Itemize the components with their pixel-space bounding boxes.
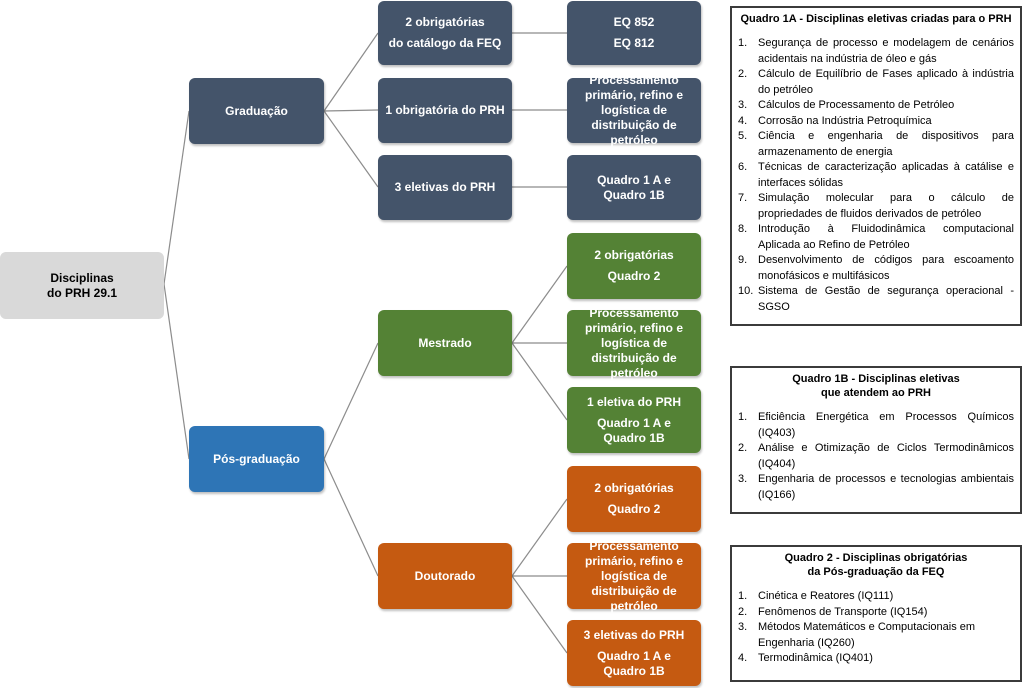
graduacao-req-catalog-node: 2 obrigatórias do catálogo da FEQ — [378, 1, 512, 65]
list-item: 3.Engenharia de processos e tecnologias … — [738, 473, 1014, 501]
list-item: 7.Simulação molecular para o cálculo de … — [738, 192, 1014, 220]
doutorado-req-line2: Quadro 2 — [607, 502, 661, 516]
pos-graduacao-label: Pós-graduação — [213, 451, 300, 466]
root-line1: Disciplinas — [50, 270, 114, 285]
list-item: 6.Técnicas de caracterização aplicadas à… — [738, 161, 1014, 189]
quadro-1a-list: 1.Segurança de processo e modelagem de c… — [738, 36, 1014, 315]
course-eq812: EQ 812 — [613, 36, 655, 50]
list-item: 4.Corrosão na Indústria Petroquímica — [738, 114, 932, 127]
list-item: 1.Segurança de processo e modelagem de c… — [738, 37, 1014, 65]
quadro-1b-list: 1.Eficiência Energética em Processos Quí… — [738, 410, 1014, 503]
list-item: 2.Análise e Otimização de Ciclos Termodi… — [738, 442, 1014, 470]
quadro-2-panel: Quadro 2 - Disciplinas obrigatórias da P… — [730, 545, 1022, 682]
graduacao-courses-node: EQ 852 EQ 812 — [567, 1, 701, 65]
graduacao-node: Graduação — [189, 78, 324, 144]
mestrado-node: Mestrado — [378, 310, 512, 376]
mestrado-req-node: 2 obrigatórias Quadro 2 — [567, 233, 701, 299]
root-node: Disciplinas do PRH 29.1 — [0, 252, 164, 319]
quadro-1a-title: Quadro 1A - Disciplinas eletivas criadas… — [740, 13, 1012, 25]
mestrado-elective-node: 1 eletiva do PRH Quadro 1 A e Quadro 1B — [567, 387, 701, 453]
quadro-1b-title-line1: Quadro 1B - Disciplinas eletivas — [792, 373, 960, 385]
course-eq852: EQ 852 — [613, 15, 655, 29]
req-catalog-line1: 2 obrigatórias — [405, 15, 485, 29]
quadro-1a-panel: Quadro 1A - Disciplinas eletivas criadas… — [730, 6, 1022, 326]
mestrado-course-label: Processamento primário, refino e logísti… — [584, 305, 684, 380]
doutorado-elective-line1: 3 eletivas do PRH — [583, 627, 685, 642]
mestrado-course-node: Processamento primário, refino e logísti… — [567, 306, 701, 380]
mestrado-elective-line1: 1 eletiva do PRH — [586, 394, 682, 409]
doutorado-course-node: Processamento primário, refino e logísti… — [567, 539, 701, 613]
graduacao-req-prh-course-node: Processamento primário, refino e logísti… — [567, 73, 701, 147]
graduacao-electives-node: 3 eletivas do PRH — [378, 155, 512, 220]
doutorado-req-line1: 2 obrigatórias — [594, 481, 674, 495]
list-item: 2.Fenômenos de Transporte (IQ154) — [738, 605, 928, 618]
quadro-2-title-line1: Quadro 2 - Disciplinas obrigatórias — [784, 552, 968, 564]
mestrado-label: Mestrado — [418, 335, 472, 350]
quadro-1b-panel: Quadro 1B - Disciplinas eletivas que ate… — [730, 366, 1022, 514]
graduacao-electives-ref-node: Quadro 1 A e Quadro 1B — [567, 155, 701, 220]
mestrado-req-line1: 2 obrigatórias — [594, 248, 674, 262]
list-item: 3.Métodos Matemáticos e Computacionais e… — [738, 621, 976, 649]
doutorado-course-label: Processamento primário, refino e logísti… — [584, 538, 684, 613]
list-item: 9.Desenvolvimento de códigos para escoam… — [738, 254, 1014, 282]
electives-ref-label: Quadro 1 A e Quadro 1B — [597, 172, 671, 202]
electives-label: 3 eletivas do PRH — [394, 180, 496, 194]
list-item: 5.Ciência e engenharia de dispositivos p… — [738, 130, 1014, 158]
mestrado-elective-line2: Quadro 1 A e Quadro 1B — [597, 415, 671, 445]
req-prh-course-label: Processamento primário, refino e logísti… — [584, 73, 684, 147]
doutorado-req-node: 2 obrigatórias Quadro 2 — [567, 466, 701, 532]
doutorado-node: Doutorado — [378, 543, 512, 609]
list-item: 1.Cinética e Reatores (IQ111) — [738, 590, 894, 602]
doutorado-label: Doutorado — [414, 568, 476, 583]
quadro-2-title-line2: da Pós-graduação da FEQ — [807, 566, 945, 578]
mestrado-req-line2: Quadro 2 — [607, 269, 661, 283]
pos-graduacao-node: Pós-graduação — [189, 426, 324, 492]
graduacao-label: Graduação — [225, 103, 288, 118]
graduacao-req-prh-node: 1 obrigatória do PRH — [378, 78, 512, 143]
root-line2: do PRH 29.1 — [46, 285, 118, 300]
req-prh-label: 1 obrigatória do PRH — [385, 103, 505, 117]
list-item: 2.Cálculo de Equilíbrio de Fases aplicad… — [738, 68, 1014, 96]
quadro-2-list: 1.Cinética e Reatores (IQ111) 2.Fenômeno… — [738, 589, 1014, 667]
list-item: 4.Termodinâmica (IQ401) — [738, 652, 873, 664]
list-item: 1.Eficiência Energética em Processos Quí… — [738, 411, 1014, 439]
list-item: 10.Sistema de Gestão de segurança operac… — [738, 285, 1014, 313]
list-item: 8.Introdução à Fluidodinâmica computacio… — [738, 223, 1014, 251]
list-item: 3.Cálculos de Processamento de Petróleo — [738, 99, 955, 111]
req-catalog-line2: do catálogo da FEQ — [388, 36, 502, 50]
doutorado-elective-node: 3 eletivas do PRH Quadro 1 A e Quadro 1B — [567, 620, 701, 686]
quadro-1b-title-line2: que atendem ao PRH — [820, 387, 932, 399]
doutorado-elective-line2: Quadro 1 A e Quadro 1B — [597, 648, 671, 678]
